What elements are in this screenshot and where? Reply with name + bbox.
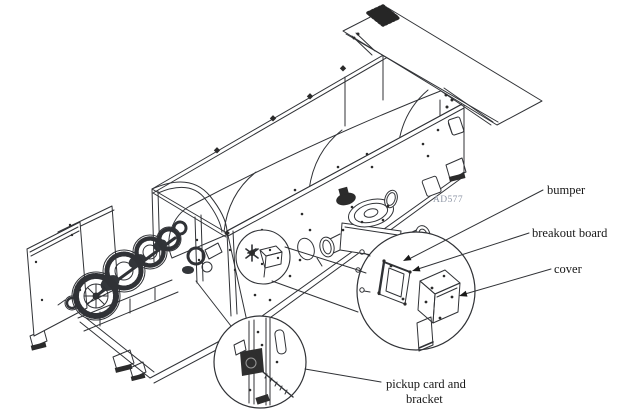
roof-panel — [342, 4, 543, 136]
detail-circle-pickup — [213, 315, 307, 409]
label-pickup-card-line1: pickup card and — [386, 377, 467, 391]
callout-leaders — [304, 189, 552, 383]
breakout-board-part — [355, 249, 412, 306]
cover-part — [416, 269, 461, 352]
motor-gear-assembly — [57, 220, 223, 321]
detail-circle-breakout — [355, 231, 476, 352]
detail-circle-mid — [235, 229, 291, 285]
label-bumper: bumper — [547, 183, 586, 197]
vent-grille-icon — [366, 4, 400, 27]
connector-line-frame-to-pickup — [195, 280, 232, 327]
arrowhead-bumper — [403, 254, 412, 261]
leader-pickup-card — [304, 368, 382, 383]
drawing-code: AD577 — [433, 195, 463, 205]
arrowhead-breakout-board — [412, 265, 421, 272]
connector-line-mid-to-breakout-bottom — [271, 280, 359, 313]
arrowhead-cover — [459, 290, 468, 297]
leader-breakout-board — [417, 232, 530, 270]
feet — [29, 329, 147, 382]
leader-cover — [464, 268, 552, 295]
label-cover: cover — [554, 262, 583, 276]
label-pickup-card-line2: bracket — [406, 392, 443, 406]
leader-bumper — [408, 189, 544, 260]
label-breakout-board: breakout board — [532, 226, 608, 240]
connector-line-mid-to-breakout-top — [284, 246, 362, 272]
